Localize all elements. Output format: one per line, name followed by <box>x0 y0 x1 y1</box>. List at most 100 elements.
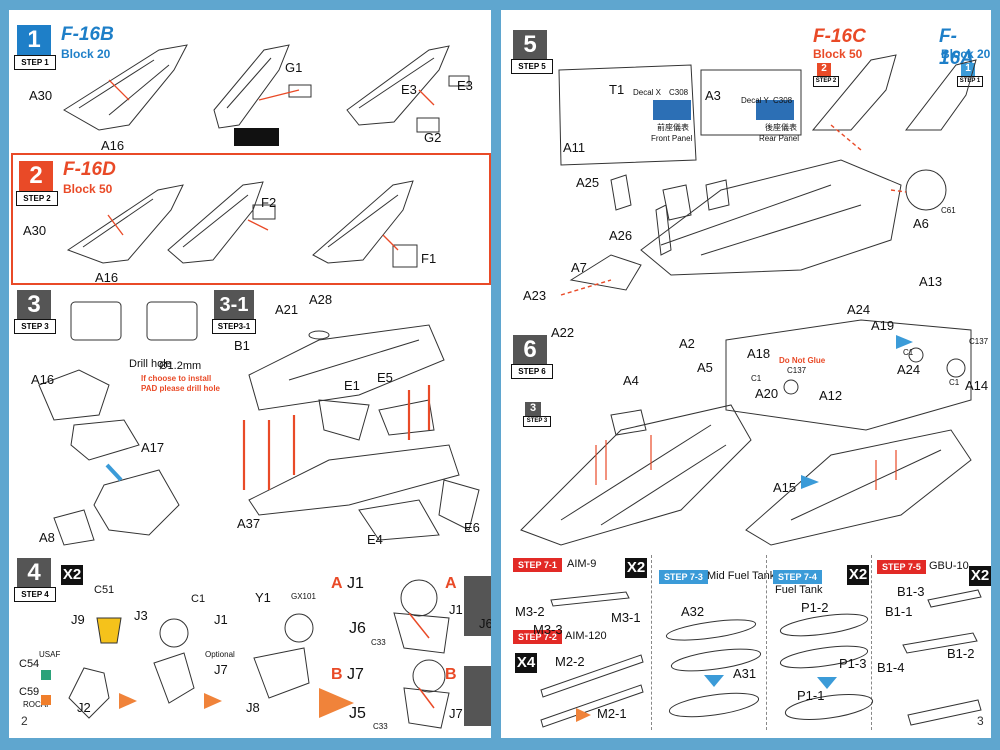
divider <box>651 555 653 730</box>
spread-gutter <box>491 10 501 738</box>
step-2-diagram <box>66 180 418 268</box>
rear-panel-cn: 後座儀表 <box>765 123 797 132</box>
ref-step-number: 3 <box>525 402 541 416</box>
part-label: P1-2 <box>801 600 829 615</box>
step-2-subtitle: Block 50 <box>63 182 113 196</box>
color-rocaf: ROCAF <box>23 700 51 709</box>
ref-step-tag: STEP 3 <box>523 416 551 427</box>
variant-b-letter: B <box>331 666 343 683</box>
part-label: A3 <box>705 88 721 103</box>
part-label: A28 <box>309 292 333 307</box>
variant-b-letter-right: B <box>445 666 457 683</box>
part-label: A12 <box>819 388 843 403</box>
part-label: A30 <box>23 223 47 238</box>
step-3-diagram <box>38 301 198 546</box>
step-7-3-name: Mid Fuel Tank <box>707 570 776 582</box>
paint-code: C1 <box>949 378 960 387</box>
front-panel-cn: 前座儀表 <box>657 123 689 132</box>
part-label: J2 <box>77 700 91 715</box>
step-7-5-tag: STEP 7-5 <box>877 560 926 574</box>
part-label: A17 <box>141 440 165 455</box>
step-7-2-name: AIM-120 <box>565 630 607 642</box>
decal-y-label: Decal Y <box>741 96 769 105</box>
step-4-diagram <box>68 576 492 729</box>
part-label: J1 <box>449 602 463 617</box>
step-tag-4: STEP 4 <box>14 587 56 602</box>
part-label: E6 <box>464 520 480 535</box>
part-label: E3 <box>457 78 473 93</box>
step-1-diagram <box>63 44 470 146</box>
part-label: E1 <box>344 378 360 393</box>
step-1-title: F-16B <box>61 24 114 45</box>
step-5-diagram <box>558 54 977 296</box>
multiplier-badge: X2 <box>847 565 869 585</box>
drill-hole-label: Drill hole <box>129 358 172 370</box>
variant-c-tag-number: 2 <box>817 63 831 76</box>
page-number: 2 <box>21 714 28 728</box>
variant-a-subtitle: Block 20 <box>941 47 991 61</box>
step-7-5-diagram <box>902 589 982 726</box>
part-label: J7 <box>347 666 364 683</box>
decal-x-label: Decal X <box>633 88 662 97</box>
step-7-2-tag: STEP 7-2 <box>513 630 562 644</box>
variant-a-tag-number: 1 <box>961 63 975 76</box>
part-label: P1-1 <box>797 688 825 703</box>
part-label: A16 <box>95 270 119 285</box>
part-label: A24 <box>897 362 921 377</box>
paint-code: C61 <box>941 206 956 215</box>
part-label: A26 <box>609 228 633 243</box>
part-label: A11 <box>563 140 586 155</box>
part-label: J6 <box>479 616 493 631</box>
step-1-subtitle: Block 20 <box>61 47 111 61</box>
page-number: 3 <box>977 714 984 728</box>
part-label: J8 <box>246 700 260 715</box>
part-label: A19 <box>871 318 895 333</box>
part-label: A20 <box>755 386 779 401</box>
part-label: A2 <box>679 336 695 351</box>
paint-code: C137 <box>969 337 989 346</box>
part-label: B1-4 <box>877 660 905 675</box>
rear-panel-label: Rear Panel <box>759 134 800 143</box>
step-7-3-diagram <box>665 619 762 718</box>
color-usaf: USAF <box>39 650 61 659</box>
step-7-1-tag: STEP 7-1 <box>513 558 562 572</box>
variant-c-tag: STEP 2 <box>813 76 839 87</box>
part-label: F1 <box>421 251 437 266</box>
part-label: A15 <box>773 480 797 495</box>
paint-code: C137 <box>787 366 807 375</box>
part-label: B1-3 <box>897 584 925 599</box>
step-tag-5: STEP 5 <box>511 59 553 74</box>
part-label: A23 <box>523 288 547 303</box>
divider <box>766 555 768 730</box>
step-7-1-name: AIM-9 <box>567 558 597 570</box>
paint-code: C1 <box>751 374 762 383</box>
step-number-2: 2 <box>19 161 53 191</box>
front-panel-label: Front Panel <box>651 134 693 143</box>
part-label: J7 <box>214 662 228 677</box>
step-7-5-name: GBU-10 <box>929 560 969 572</box>
swatch-c59 <box>41 695 51 705</box>
step-tag-2: STEP 2 <box>16 191 58 206</box>
part-label: B1 <box>234 338 250 353</box>
drill-note-line-2: PAD please drill hole <box>141 384 220 393</box>
part-label: M2-1 <box>597 706 627 721</box>
step-7-1-7-2-diagram <box>540 591 644 728</box>
part-label: E5 <box>377 370 393 385</box>
part-label: J1 <box>347 575 364 592</box>
do-not-glue-label: Do Not Glue <box>779 356 826 365</box>
part-label: A16 <box>31 372 55 387</box>
multiplier-badge: X4 <box>515 653 537 673</box>
step-6-diagram <box>520 319 972 546</box>
step-3-1-diagram <box>242 324 480 541</box>
step-7-4-name: Fuel Tank <box>775 584 823 596</box>
paint-code: C1 <box>191 593 206 605</box>
part-label: A7 <box>571 260 587 275</box>
part-label: A31 <box>733 666 757 681</box>
multiplier-badge: X2 <box>61 565 83 585</box>
variant-c-title: F-16C <box>813 26 866 47</box>
multiplier-badge: X2 <box>969 566 991 586</box>
part-label: A32 <box>681 604 705 619</box>
part-label: Y1 <box>255 590 271 605</box>
step-tag-3: STEP 3 <box>14 319 56 334</box>
optional-label: Optional <box>205 650 235 659</box>
